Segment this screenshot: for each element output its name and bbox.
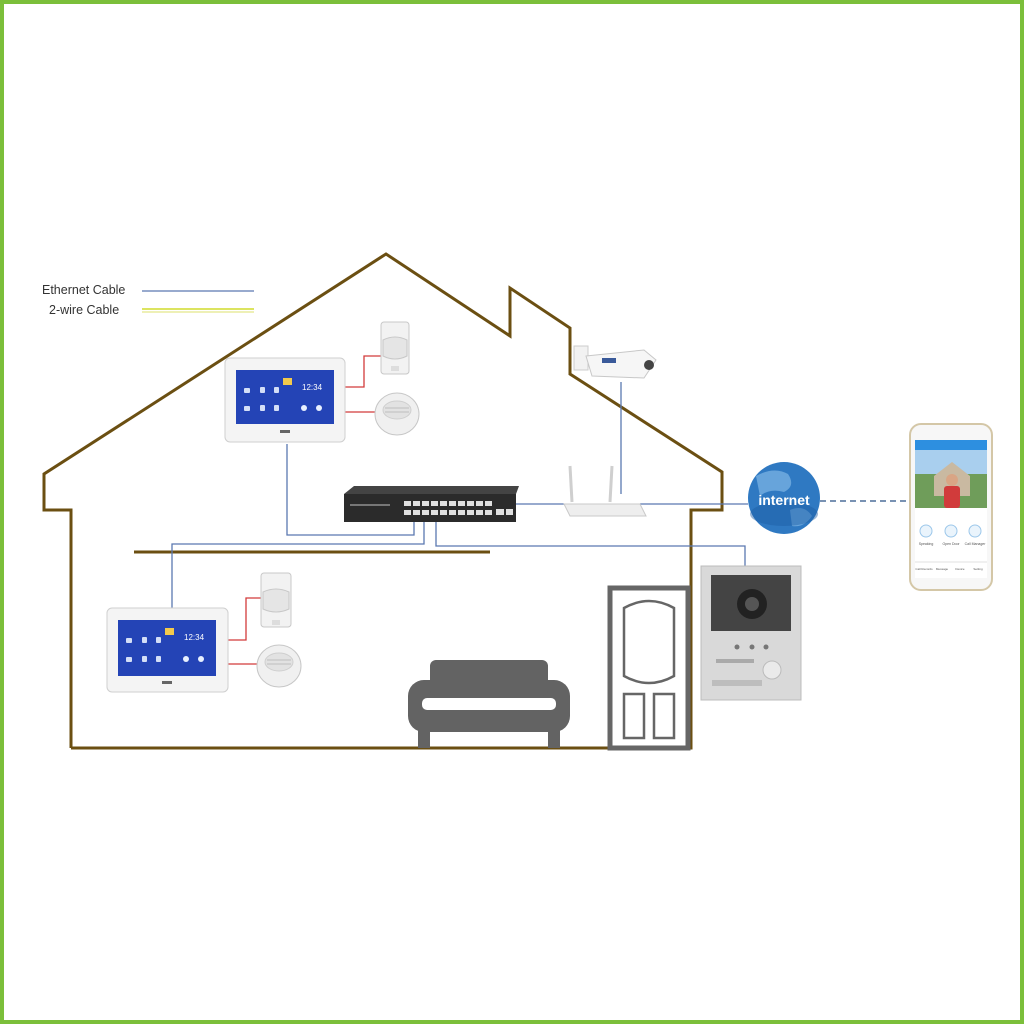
pir-sensor-bottom [260, 572, 292, 628]
phone-btn-call-manager[interactable]: Call Manager [965, 542, 987, 546]
phone-btn-open-door[interactable]: Open Door [942, 542, 960, 546]
indoor-monitor-top: 12:34 [224, 357, 346, 443]
cable-monitor-bottom [171, 522, 425, 609]
smoke-detector-bottom [256, 644, 302, 688]
legend: Ethernet Cable 2-wire Cable [42, 283, 254, 317]
cable-monitor-top [286, 444, 415, 536]
wifi-router [563, 465, 647, 517]
indoor-monitor-bottom: 12:34 [106, 607, 229, 693]
monitor-bottom-clock: 12:34 [184, 633, 205, 642]
sofa [408, 660, 570, 748]
phone-tab-message[interactable]: Message [936, 567, 949, 571]
alarm-wires [228, 355, 381, 665]
house-outline [42, 252, 724, 750]
legend-two-wire-label: 2-wire Cable [49, 303, 119, 317]
bullet-camera [573, 345, 657, 379]
phone-tab-setting[interactable]: Setting [973, 567, 983, 571]
internet-globe-icon: internet [748, 462, 820, 534]
poe-switch [344, 486, 519, 522]
door [607, 585, 691, 751]
phone-tab-device[interactable]: Device [955, 567, 965, 571]
smartphone: Speaking Open Door Call Manager Call Rec… [909, 423, 993, 591]
monitor-top-clock: 12:34 [302, 383, 323, 392]
phone-btn-speaking[interactable]: Speaking [919, 542, 934, 546]
door-station [700, 565, 802, 701]
phone-tab-call-records[interactable]: Call Records [915, 567, 933, 571]
legend-ethernet-label: Ethernet Cable [42, 283, 125, 297]
pir-sensor-top [380, 321, 410, 375]
smoke-detector-top [374, 392, 420, 436]
network-diagram: Ethernet Cable 2-wire Cable 12 [42, 252, 993, 751]
ethernet-cables [171, 382, 748, 609]
cable-door-station [435, 522, 746, 566]
globe-label: internet [758, 492, 810, 508]
